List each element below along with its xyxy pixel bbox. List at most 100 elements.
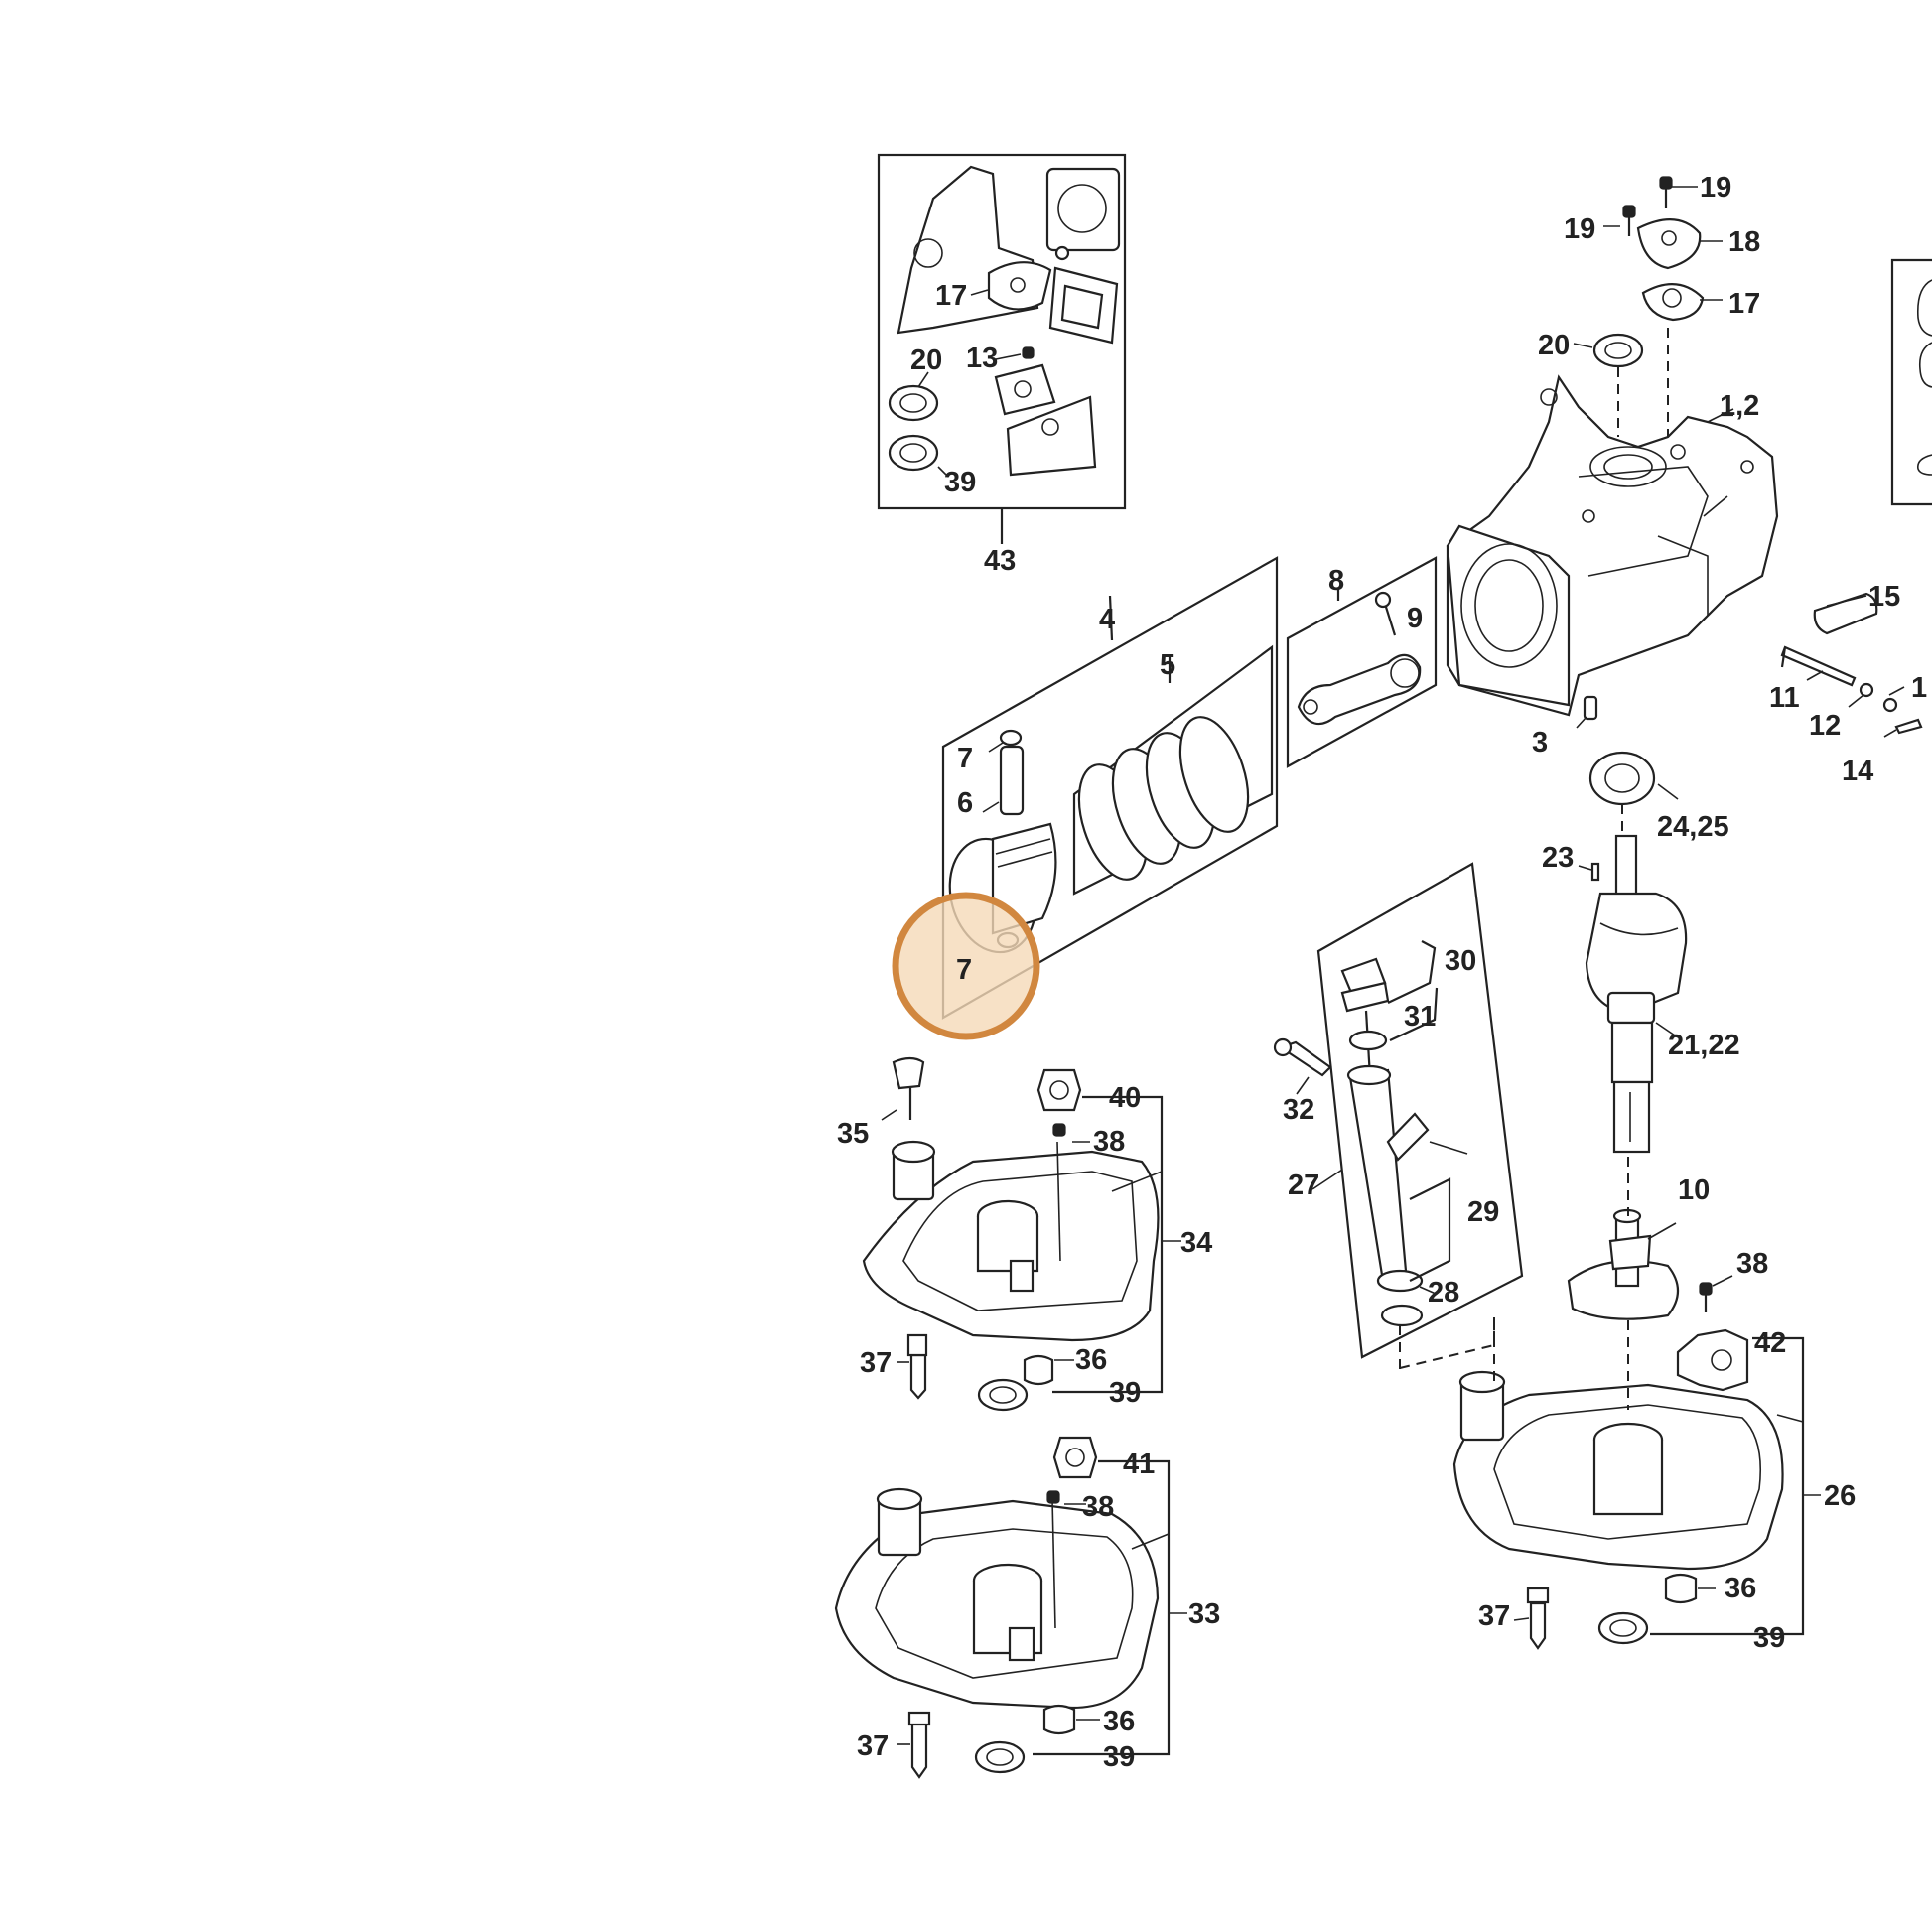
part-label: 42 (1754, 1327, 1786, 1359)
valve-stem-seal (1022, 346, 1035, 359)
part-label: 33 (1188, 1598, 1220, 1630)
connecting-rod-group (1286, 556, 1438, 768)
part-label: 4 (1099, 604, 1115, 635)
oil-seal-20-right (1592, 333, 1644, 368)
part-label: 28 (1428, 1277, 1459, 1309)
part-label: 36 (1075, 1344, 1107, 1376)
oil-seal-39 (888, 434, 939, 472)
part-label: 12 (1809, 710, 1841, 742)
part-label: 34 (1180, 1227, 1212, 1259)
oil-filler-box (1316, 862, 1524, 1359)
key-23 (1590, 862, 1600, 882)
part-label: 15 (1868, 581, 1900, 613)
nut-13 (1882, 697, 1898, 713)
part-label: 19 (1700, 172, 1731, 204)
part-label: 18 (1728, 226, 1760, 258)
crankcase-group (1446, 374, 1779, 717)
bushing-36-c (1042, 1704, 1076, 1735)
part-label: 7 (957, 743, 973, 774)
part-label: 14 (1842, 756, 1873, 787)
piston-pin (999, 745, 1025, 816)
governor-shaft-11 (1780, 645, 1857, 687)
part-label: 38 (1093, 1126, 1125, 1158)
part-labels: 43 17 13 20 39 19 19 18 17 20 1,2 4 5 7 … (837, 172, 1927, 1773)
oil-seal-39-c (1597, 1611, 1649, 1645)
part-label: 23 (1542, 842, 1574, 874)
part-label: 24,25 (1657, 811, 1729, 843)
part-label: 3 (1532, 727, 1548, 759)
part-label: 19 (1564, 213, 1595, 245)
pin-14 (1894, 718, 1923, 735)
gasket-17-right (1641, 283, 1705, 322)
gasket-kit-group (877, 153, 1127, 544)
oil-pump-40 (1036, 1068, 1082, 1112)
part-label: 36 (1725, 1573, 1756, 1604)
crankcase-cover-parts (1573, 176, 1734, 437)
part-label: 11 (1769, 682, 1800, 714)
part-label: 9 (1407, 603, 1423, 634)
oil-seal-39-d (974, 1740, 1026, 1774)
piston-rings-box (1072, 644, 1274, 896)
part-label: 26 (1824, 1480, 1856, 1512)
oil-pump-41 (1052, 1436, 1098, 1479)
part-label: 39 (1753, 1622, 1785, 1654)
crankshaft-group (1578, 751, 1688, 1154)
part-label: 17 (1728, 288, 1760, 320)
part-label: 31 (1404, 1001, 1436, 1033)
part-label: 5 (1160, 649, 1175, 681)
part-label: 8 (1328, 565, 1344, 597)
o-ring-31 (1348, 1030, 1388, 1051)
part-label: 1 (1911, 672, 1927, 704)
part-label: 39 (1109, 1377, 1141, 1409)
governor-gear-plate (1567, 1259, 1680, 1320)
carburetor-gasket (1006, 395, 1097, 477)
intake-gasket (994, 363, 1056, 416)
bushing-36-b (1664, 1573, 1698, 1604)
oil-filler-group (1273, 862, 1524, 1370)
part-label: 20 (910, 345, 942, 376)
highlight-marker (892, 892, 1040, 1040)
part-label: 20 (1538, 330, 1570, 361)
part-label: 41 (1123, 1449, 1155, 1480)
part-label: 36 (1103, 1706, 1135, 1737)
crankshaft-end (1614, 834, 1638, 897)
part-label: 39 (944, 467, 976, 498)
washer-12 (1859, 682, 1874, 698)
bushing-36 (1023, 1354, 1054, 1386)
part-label: 32 (1283, 1094, 1314, 1126)
part-label: 21,22 (1668, 1030, 1740, 1061)
dowel-pin-3 (1583, 695, 1598, 721)
part-label: 40 (1109, 1082, 1141, 1114)
part-label: 29 (1467, 1196, 1499, 1228)
ball-bearing-24-25 (1588, 751, 1656, 806)
piston-ring (1178, 716, 1250, 833)
part-label: 38 (1736, 1248, 1768, 1280)
crankcase-cover-33-group (834, 1436, 1187, 1779)
part-label: 7 (956, 954, 972, 986)
crankshaft (1585, 892, 1688, 1015)
bolt-37 (909, 1353, 927, 1400)
oil-seal-39-b (977, 1378, 1029, 1412)
part-label: 6 (957, 787, 973, 819)
part-label: 10 (1678, 1174, 1710, 1206)
gasket-17 (987, 261, 1052, 311)
part-label: 27 (1288, 1170, 1319, 1201)
head-gasket-right (1045, 167, 1121, 252)
part-label: 37 (860, 1347, 892, 1379)
part-label: 30 (1445, 945, 1476, 977)
dipstick-tube-27 (1348, 1068, 1408, 1277)
oil-cap-35 (892, 1056, 925, 1090)
part-label: 39 (1103, 1741, 1135, 1773)
part-label: 1,2 (1720, 390, 1759, 422)
breather-cover-18 (1636, 218, 1702, 270)
crankcase-cover-34-group (862, 1056, 1181, 1412)
governor-parts (1576, 592, 1923, 738)
part-label: 43 (984, 545, 1016, 577)
part-label: 35 (837, 1118, 869, 1150)
bolt-37-b (1529, 1601, 1547, 1650)
part-label: 17 (935, 280, 967, 312)
part-label: 13 (966, 343, 998, 374)
part-label: 37 (857, 1730, 889, 1762)
bolt-37-c (910, 1721, 928, 1779)
